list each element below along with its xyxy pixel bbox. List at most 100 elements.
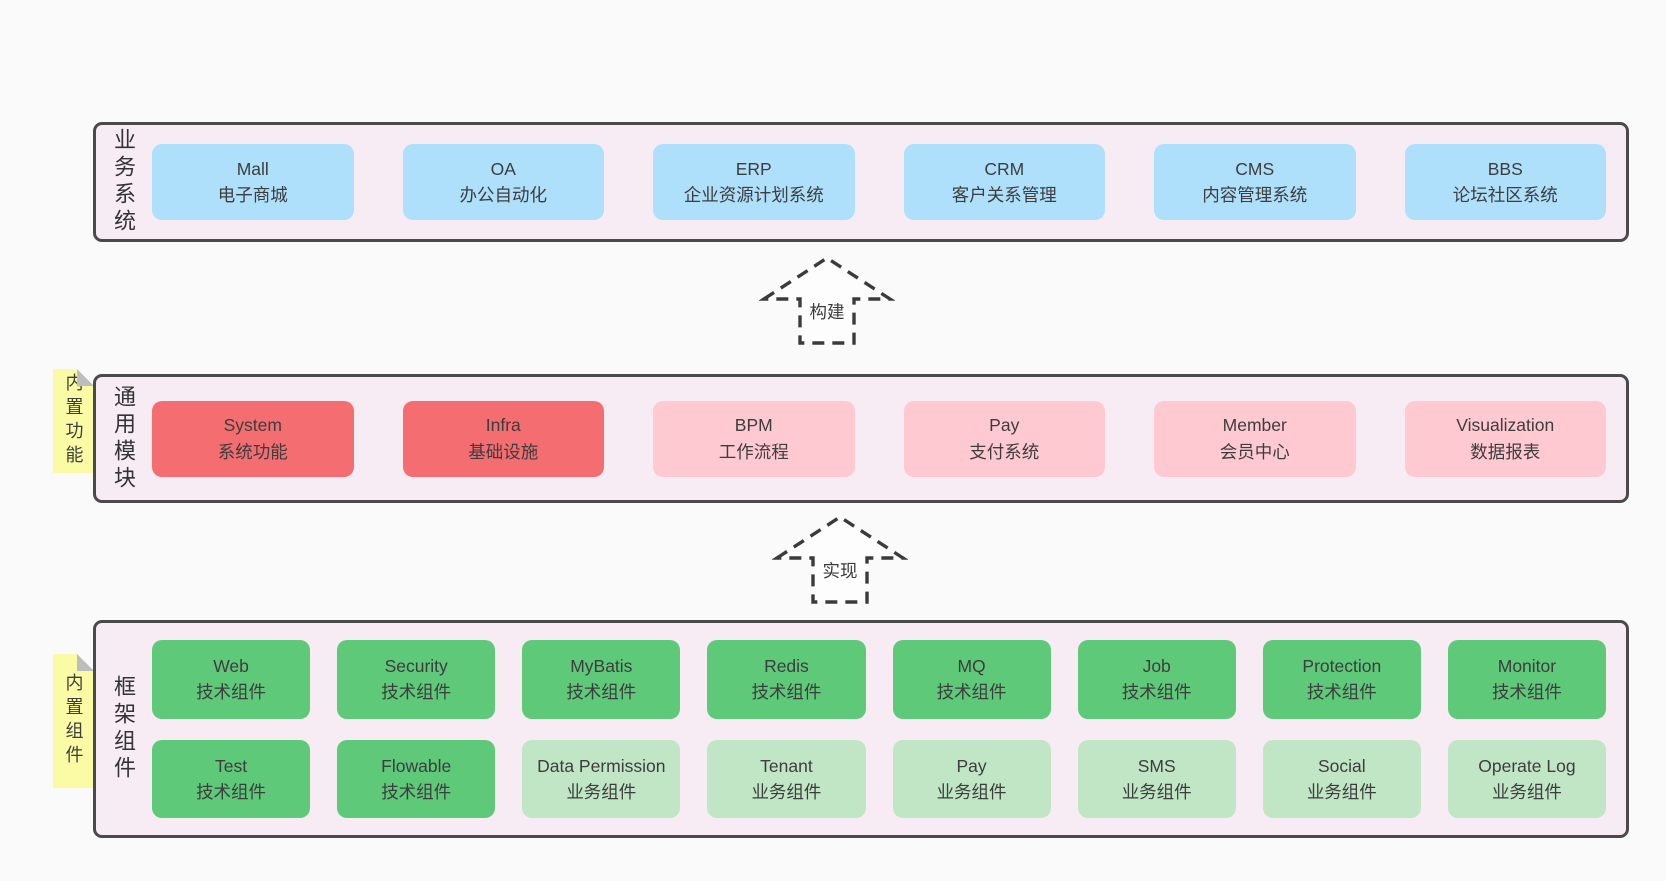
box-member: Member 会员中心 [1154,400,1356,477]
dashed-up-arrow-icon: 实现 [771,514,909,604]
section-framework-components: 框架组件 Web 技术组件 Security 技术组件 MyBatis 技术组件… [93,620,1629,838]
box-infra: Infra 基础设施 [402,400,604,477]
section-business-systems: 业务系统 Mall 电子商城 OA 办公自动化 ERP 企业资源计划系统 CRM… [93,122,1629,242]
box-subtitle: 业务组件 [936,781,1007,802]
box-subtitle: 工作流程 [718,441,789,462]
box-subtitle: 业务组件 [1306,781,1377,802]
box-title: Web [213,656,249,676]
build-arrow: 构建 [758,254,896,353]
box-title: MQ [957,656,986,676]
box-subtitle: 技术组件 [381,682,452,703]
box-web: Web 技术组件 [152,640,311,719]
section-label: 框架组件 [111,675,136,783]
box-title: OA [490,158,516,179]
box-subtitle: 技术组件 [751,682,822,703]
folded-corner-icon [77,369,94,386]
box-title: BBS [1487,158,1523,179]
section-label: 通用模块 [111,384,136,493]
vertical-label-modules: 通用模块 [96,377,150,500]
box-sms: SMS 业务组件 [1077,739,1236,818]
box-title: Operate Log [1478,755,1576,776]
sticky-tab-label: 内置组件 [63,673,84,769]
box-subtitle: 数据报表 [1470,441,1541,462]
box-title: Tenant [760,755,813,776]
box-subtitle: 内容管理系统 [1202,185,1308,205]
box-subtitle: 技术组件 [381,781,452,802]
box-subtitle: 技术组件 [196,682,267,703]
box-title: System [223,415,282,436]
box-subtitle: 业务组件 [1491,781,1562,802]
folded-corner-icon [77,654,94,671]
box-visualization: Visualization 数据报表 [1404,400,1606,477]
box-oa: OA 办公自动化 [402,144,604,220]
box-system: System 系统功能 [152,400,354,477]
box-subtitle: 客户关系管理 [951,185,1057,205]
box-redis: Redis 技术组件 [707,640,866,719]
box-subtitle: 技术组件 [936,682,1007,703]
sticky-tab-built-in-components: 内置组件 [53,654,94,788]
components-box-grid: Web 技术组件 Security 技术组件 MyBatis 技术组件 Redi… [150,623,1626,835]
box-title: Pay [989,415,1020,436]
box-title: Member [1222,415,1287,436]
box-protection: Protection 技术组件 [1262,640,1421,719]
box-mq: MQ 技术组件 [892,640,1051,719]
box-security: Security 技术组件 [337,640,496,719]
box-erp: ERP 企业资源计划系统 [653,144,855,220]
box-title: ERP [735,158,772,179]
build-arrow-label: 构建 [810,302,845,322]
box-subtitle: 办公自动化 [459,185,548,205]
box-title: Security [384,656,448,676]
sticky-tab-label: 内置功能 [63,373,84,469]
box-crm: CRM 客户关系管理 [903,144,1105,220]
box-social: Social 业务组件 [1262,739,1421,818]
box-pay-component: Pay 业务组件 [892,739,1051,818]
sticky-tab-built-in-functions: 内置功能 [53,369,94,473]
box-title: Pay [956,755,987,776]
box-subtitle: 支付系统 [969,441,1040,462]
dashed-up-arrow-icon: 构建 [758,255,896,345]
box-operate-log: Operate Log 业务组件 [1447,739,1606,818]
box-title: Infra [485,415,521,436]
box-subtitle: 技术组件 [196,781,267,802]
vertical-label-business: 业务系统 [96,125,150,239]
section-label: 业务系统 [111,128,136,236]
box-subtitle: 业务组件 [566,781,637,802]
modules-box-row: System 系统功能 Infra 基础设施 BPM 工作流程 Pay 支付系统… [150,377,1626,500]
section-common-modules: 通用模块 System 系统功能 Infra 基础设施 BPM 工作流程 Pay… [93,374,1629,503]
box-subtitle: 技术组件 [1491,682,1562,703]
box-subtitle: 业务组件 [1121,781,1192,802]
vertical-label-components: 框架组件 [96,623,150,835]
box-title: MyBatis [570,656,633,676]
box-data-permission: Data Permission 业务组件 [522,739,681,818]
box-title: Test [215,755,248,776]
box-pay-module: Pay 支付系统 [903,400,1105,477]
box-title: Redis [764,656,809,676]
box-subtitle: 企业资源计划系统 [683,185,824,205]
implement-arrow-label: 实现 [823,561,858,581]
box-title: Protection [1302,656,1382,676]
box-title: SMS [1137,755,1176,776]
box-monitor: Monitor 技术组件 [1447,640,1606,719]
box-title: Job [1142,656,1171,676]
box-title: Data Permission [537,755,666,776]
box-mybatis: MyBatis 技术组件 [522,640,681,719]
box-mall: Mall 电子商城 [152,144,354,220]
box-job: Job 技术组件 [1077,640,1236,719]
box-subtitle: 电子商城 [217,185,288,205]
box-title: Flowable [381,755,452,776]
box-title: Mall [236,158,269,179]
box-test: Test 技术组件 [152,739,311,818]
box-title: Monitor [1497,656,1557,676]
box-subtitle: 技术组件 [1306,682,1377,703]
box-flowable: Flowable 技术组件 [337,739,496,818]
box-title: Social [1317,755,1366,776]
box-title: CRM [984,158,1025,179]
business-box-row: Mall 电子商城 OA 办公自动化 ERP 企业资源计划系统 CRM 客户关系… [150,125,1626,239]
box-cms: CMS 内容管理系统 [1154,144,1356,220]
box-bpm: BPM 工作流程 [653,400,855,477]
box-subtitle: 技术组件 [566,682,637,703]
box-subtitle: 业务组件 [751,781,822,802]
box-title: CMS [1235,158,1275,179]
box-subtitle: 技术组件 [1121,682,1192,703]
